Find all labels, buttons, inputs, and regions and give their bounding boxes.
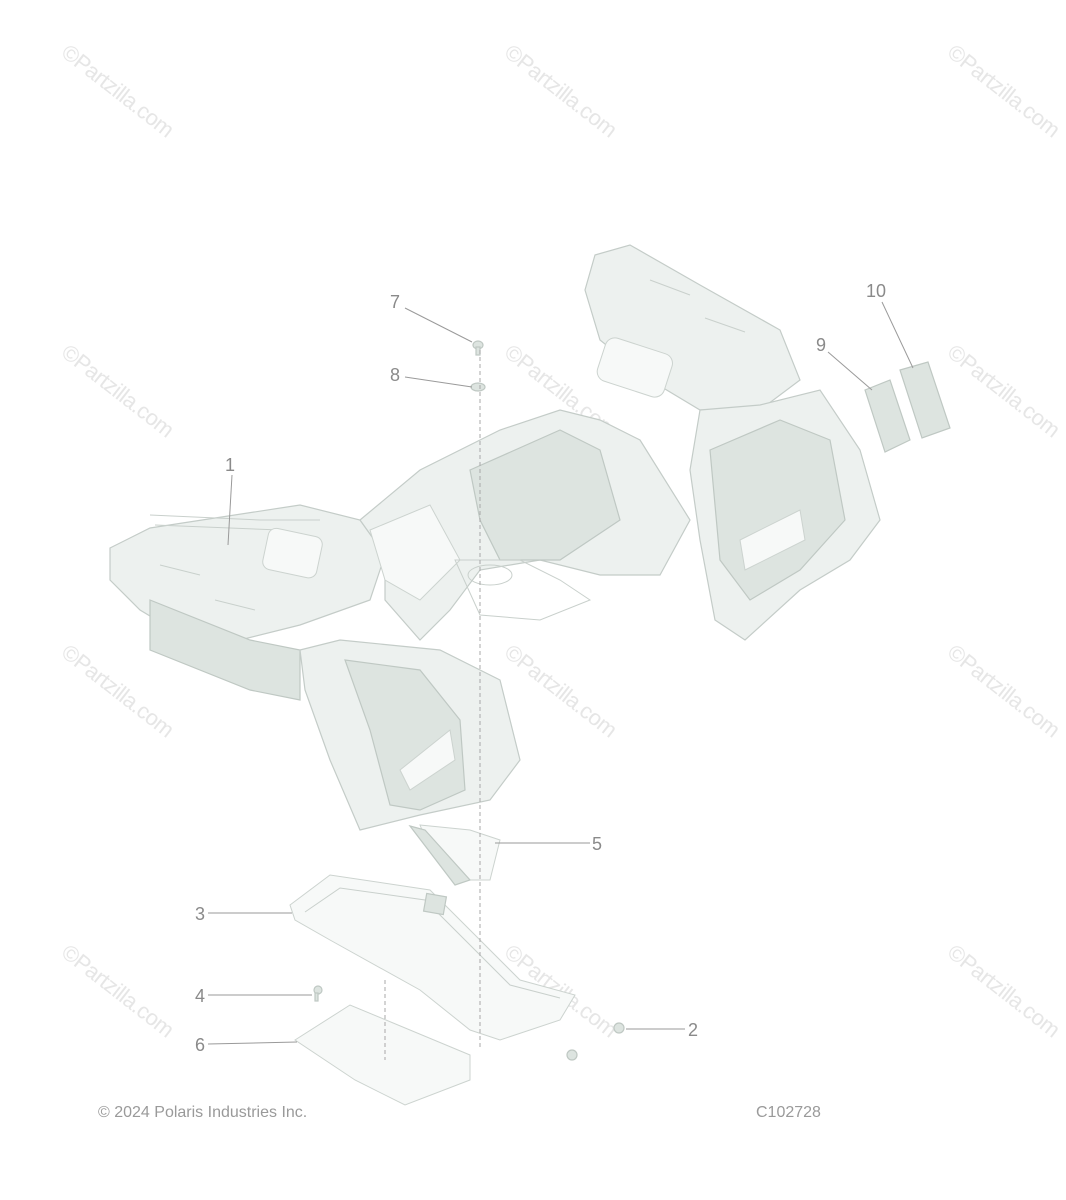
part-10-reflector[interactable] [899, 361, 951, 439]
watermark: ©Partzilla.com [57, 39, 179, 142]
callout-4[interactable]: 4 [195, 986, 205, 1006]
watermark: ©Partzilla.com [943, 939, 1065, 1042]
part-8-washer[interactable] [470, 382, 486, 392]
watermark: ©Partzilla.com [500, 39, 622, 142]
leader-6 [207, 1041, 298, 1045]
callout-3[interactable]: 3 [195, 904, 205, 924]
callout-10[interactable]: 10 [866, 281, 886, 301]
leader-1 [227, 474, 233, 546]
assembly-lines [384, 350, 481, 1060]
diagram-code: C102728 [756, 1104, 821, 1121]
watermark: ©Partzilla.com [943, 39, 1065, 142]
leader-10 [881, 301, 914, 369]
watermark: ©Partzilla.com [943, 339, 1065, 442]
callout-6[interactable]: 6 [195, 1035, 205, 1055]
callout-1[interactable]: 1 [225, 455, 235, 475]
leader-7 [404, 307, 473, 343]
copyright-text: © 2024 Polaris Industries Inc. [98, 1104, 308, 1121]
part-7-fastener[interactable] [472, 340, 484, 356]
callout-8[interactable]: 8 [390, 365, 400, 385]
watermark: ©Partzilla.com [57, 939, 179, 1042]
callouts: 1 2 3 4 5 6 7 8 9 10 [195, 281, 886, 1055]
watermark: ©Partzilla.com [500, 639, 622, 742]
part-9-reflector[interactable] [864, 379, 911, 453]
part-3-storage-liner[interactable] [289, 874, 576, 1041]
callout-7[interactable]: 7 [390, 292, 400, 312]
part-4-screw[interactable] [313, 985, 323, 1002]
part-1-fender-assembly[interactable] [109, 244, 881, 831]
part-5-bracket[interactable] [408, 824, 501, 886]
leader-9 [827, 351, 873, 391]
leader-lines [207, 301, 914, 1045]
watermark: ©Partzilla.com [943, 639, 1065, 742]
callout-5[interactable]: 5 [592, 834, 602, 854]
watermark: ©Partzilla.com [57, 339, 179, 442]
leader-8 [404, 376, 473, 388]
callout-9[interactable]: 9 [816, 335, 826, 355]
part-6-mat[interactable] [294, 1004, 471, 1106]
part-2-fastener[interactable] [566, 1022, 625, 1061]
callout-2[interactable]: 2 [688, 1020, 698, 1040]
